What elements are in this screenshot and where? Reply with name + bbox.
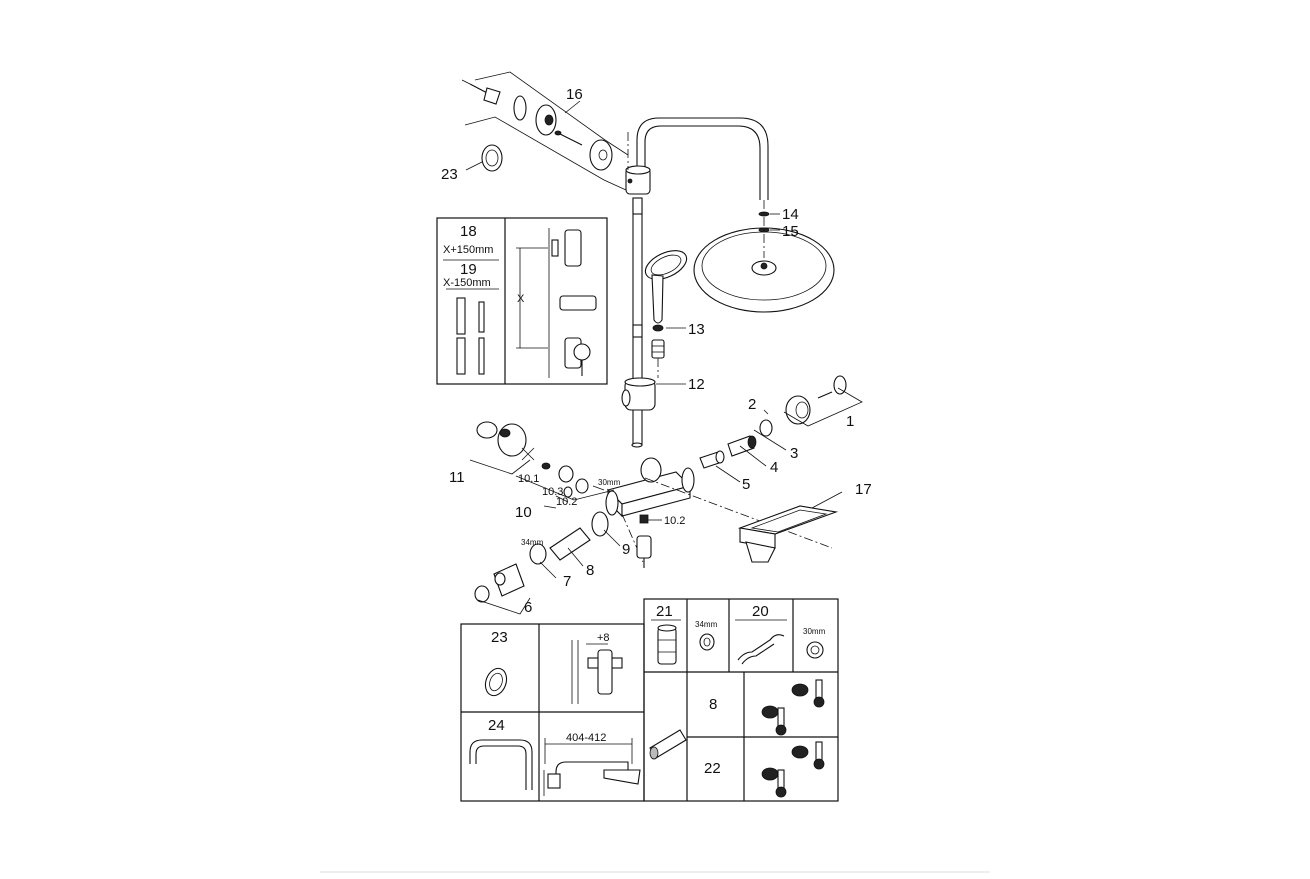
hand-shower — [644, 250, 688, 324]
table-offset: +8 — [597, 632, 610, 644]
wall-bracket-upper — [625, 165, 651, 195]
callout-4: 4 — [770, 459, 778, 476]
hose-connector — [651, 324, 665, 378]
rail-slider — [621, 377, 656, 411]
left-side-parts — [476, 421, 589, 498]
callout-labels: 16 23 14 15 13 12 1 2 3 4 5 17 11 10.1 1… — [441, 86, 872, 616]
callout-8: 8 — [586, 562, 594, 579]
dim-34mm: 34mm — [521, 538, 544, 547]
cartridge-icons-22 — [761, 741, 825, 798]
callout-10-1: 10.1 — [518, 473, 539, 485]
inset-18-dim: X+150mm — [443, 244, 493, 256]
table-23: 23 — [491, 629, 508, 646]
outlet-connector — [636, 514, 652, 568]
table-right — [643, 598, 839, 802]
upper-mount-parts — [461, 71, 629, 191]
table-left — [460, 623, 645, 802]
callout-14: 14 — [782, 206, 799, 223]
callout-11: 11 — [449, 469, 465, 486]
extension-inset-labels: 18 X+150mm 19 X-150mm X — [443, 223, 525, 305]
table-22: 22 — [704, 760, 721, 777]
callout-10-3: 10.3 — [542, 486, 563, 498]
lower-left-parts — [474, 511, 609, 603]
table-30mm: 30mm — [803, 627, 826, 636]
table-34mm: 34mm — [695, 620, 718, 629]
callout-9: 9 — [622, 541, 630, 558]
extension-inset — [436, 217, 608, 385]
callout-5: 5 — [742, 476, 750, 493]
callout-10-2a: 10.2 — [556, 496, 577, 508]
callout-2: 2 — [748, 396, 756, 413]
table-20: 20 — [752, 603, 769, 620]
table-span: 404-412 — [566, 732, 606, 744]
dim-30mm: 30mm — [598, 478, 621, 487]
cartridge-icons-8 — [761, 679, 825, 736]
callout-3: 3 — [790, 445, 798, 462]
shelf — [737, 505, 839, 563]
callout-23: 23 — [441, 166, 458, 183]
thermostat-body — [605, 457, 833, 563]
inset-19-dim: X-150mm — [443, 277, 491, 289]
callout-10: 10 — [515, 504, 532, 521]
table-24: 24 — [488, 717, 505, 734]
leader-lines — [465, 100, 863, 615]
callout-6: 6 — [524, 599, 532, 616]
callout-1: 1 — [846, 413, 854, 430]
callout-16: 16 — [566, 86, 583, 103]
callout-7: 7 — [563, 573, 571, 590]
callout-12: 12 — [688, 376, 705, 393]
shower-arm — [636, 117, 769, 200]
inset-x-label: X — [517, 293, 525, 305]
callout-15: 15 — [782, 223, 799, 240]
right-side-parts — [699, 375, 847, 469]
table-21: 21 — [656, 603, 673, 620]
callout-13: 13 — [688, 321, 705, 338]
callout-17: 17 — [855, 481, 872, 498]
table-left-labels: 23 +8 24 404-412 — [488, 629, 610, 744]
table-right-labels: 21 34mm 20 30mm 8 22 — [656, 603, 826, 777]
inset-18: 18 — [460, 223, 477, 240]
inset-19: 19 — [460, 261, 477, 278]
head-shower — [693, 200, 835, 313]
table-8: 8 — [709, 696, 717, 713]
callout-10-2b: 10.2 — [664, 515, 685, 527]
